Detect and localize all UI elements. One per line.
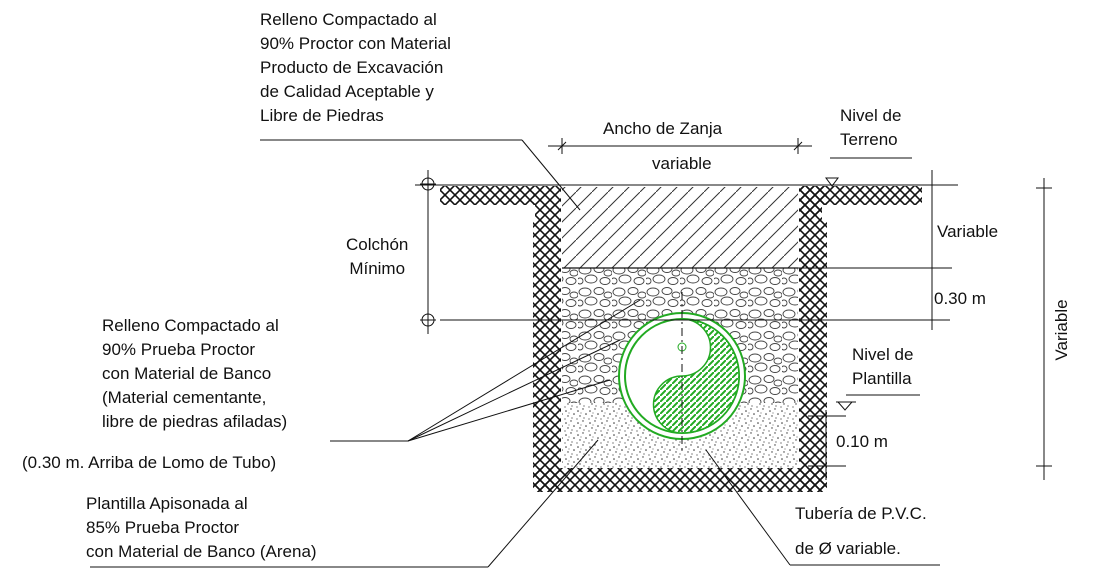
terrain-level-marker <box>825 157 912 187</box>
trench-width-label: Ancho de Zanja <box>603 119 723 138</box>
dim-010-label: 0.10 m <box>836 432 888 451</box>
terrain-level-label: Nivel de Terreno <box>840 106 902 149</box>
pipe-label-line2: de Ø variable. <box>795 539 901 558</box>
variable-upper-label: Variable <box>937 222 999 241</box>
variable-total-label: Variable <box>1052 299 1071 361</box>
above-pipe-label: (0.30 m. Arriba de Lomo de Tubo) <box>22 453 277 472</box>
compacted-fill-label: Relleno Compactado al 90% Proctor con Ma… <box>260 10 451 125</box>
bedding-label: Plantilla Apisonada al 85% Prueba Procto… <box>86 494 317 561</box>
cover-dimension <box>420 170 950 334</box>
leader-lines <box>90 139 940 568</box>
pvc-pipe <box>618 292 746 452</box>
invert-level-label: Nivel de Plantilla <box>852 345 914 388</box>
pipe-label-line1: Tubería de P.V.C. <box>795 504 927 523</box>
invert-level-marker <box>836 394 920 411</box>
right-dimensions <box>798 170 1052 480</box>
dim-030-label: 0.30 m <box>934 289 986 308</box>
earth-walls <box>440 186 924 492</box>
compacted-fill-zone <box>562 187 798 268</box>
trench-width-value: variable <box>652 154 712 173</box>
bank-material-label: Relleno Compactado al 90% Prueba Proctor… <box>102 316 288 431</box>
minimum-cover-label: Colchón Mínimo <box>346 235 409 278</box>
trench-width-dimension <box>548 138 812 154</box>
